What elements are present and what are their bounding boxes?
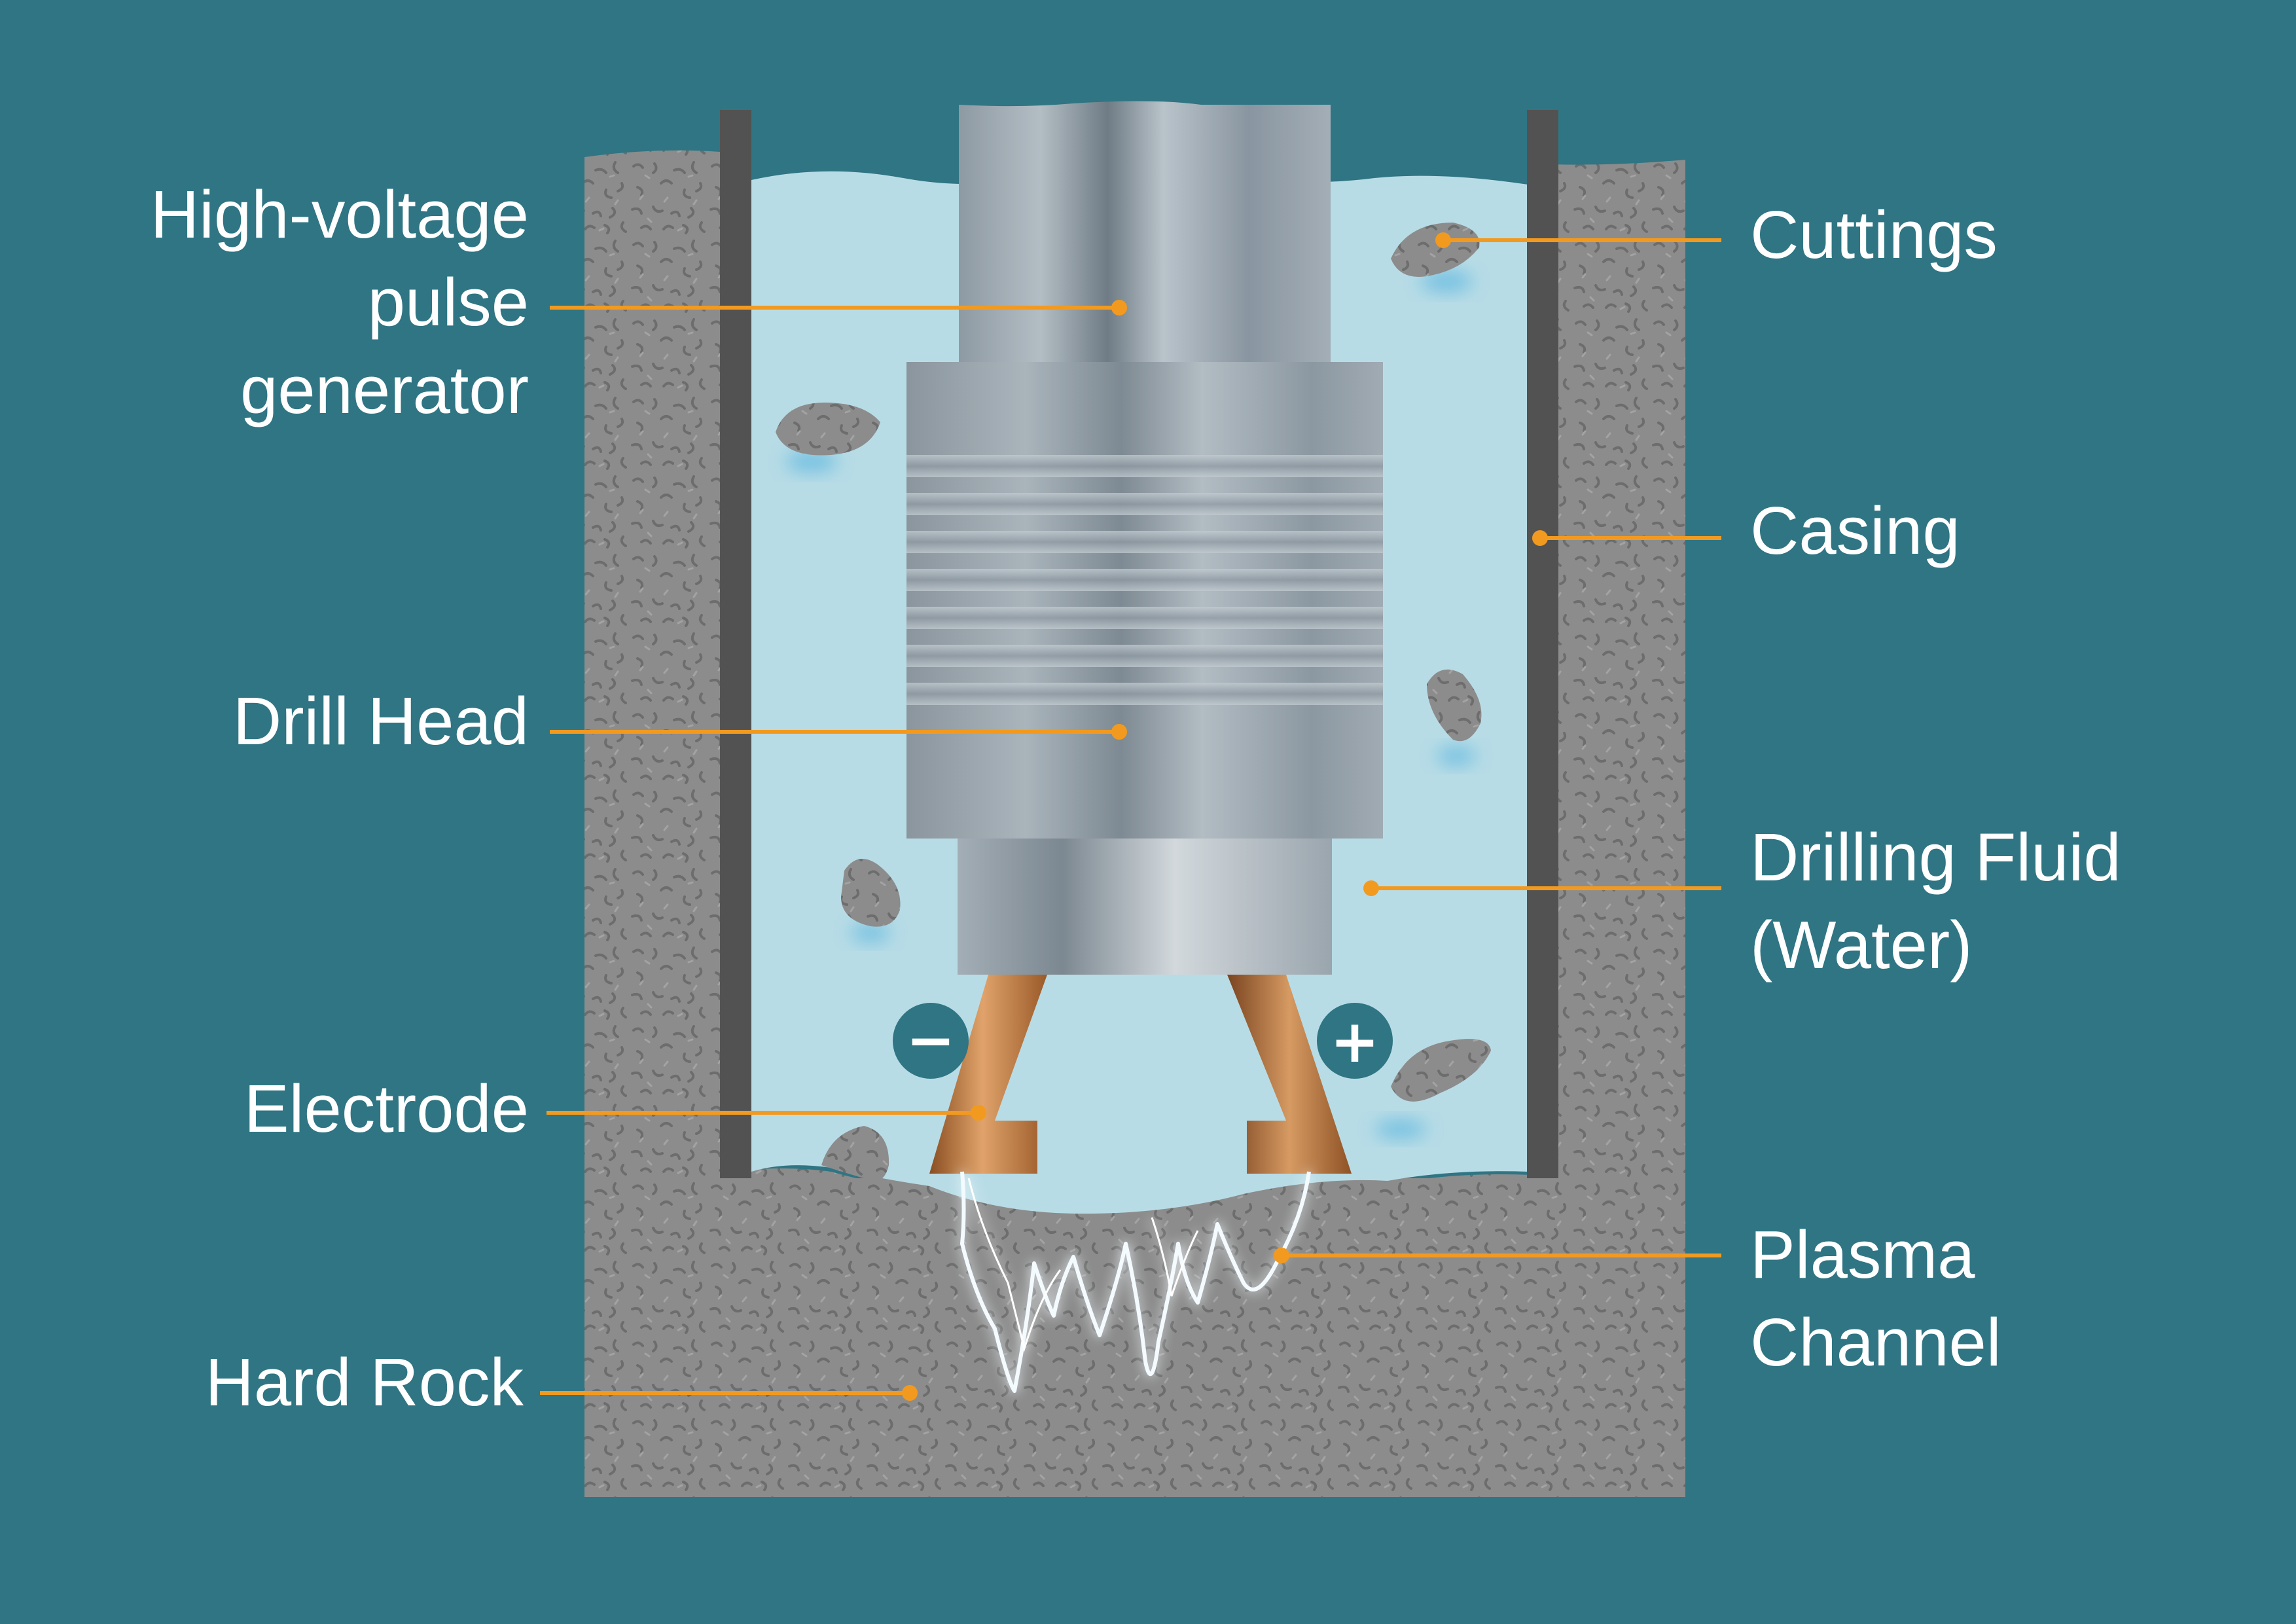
negative-sign: −	[906, 1006, 955, 1075]
leader-plasma-channel	[1274, 1248, 1721, 1263]
label-hard-rock: Hard Rock	[205, 1344, 524, 1420]
casing-right	[1527, 110, 1558, 1178]
label-plasma-channel: Plasma Channel	[1750, 1217, 2001, 1380]
electrode-positive	[1227, 975, 1352, 1174]
leader-drill-head	[550, 724, 1127, 740]
leader-hard-rock	[540, 1385, 918, 1401]
leader-drilling-fluid	[1363, 880, 1721, 896]
label-pulse-generator: High-voltage pulse generator	[150, 177, 529, 427]
electrode-negative	[929, 975, 1047, 1174]
cuttings	[776, 223, 1491, 1182]
drill-head-body	[906, 362, 1383, 839]
leader-electrode	[547, 1105, 986, 1121]
label-electrode: Electrode	[243, 1071, 529, 1146]
leader-pulse-generator	[550, 300, 1127, 316]
hard-rock	[584, 150, 1685, 1498]
label-casing: Casing	[1750, 493, 1960, 568]
plus-circle-icon: +	[1317, 1003, 1393, 1079]
leader-lines	[540, 232, 1721, 1401]
leader-cuttings	[1435, 232, 1721, 248]
minus-circle-icon: −	[893, 1003, 969, 1079]
label-drill-head: Drill Head	[232, 683, 529, 759]
plasma-channel	[960, 1171, 1311, 1393]
positive-sign: +	[1330, 1007, 1379, 1076]
pulse-generator-cylinder	[959, 101, 1331, 367]
label-drilling-fluid: Drilling Fluid (Water)	[1750, 820, 2121, 983]
leader-casing	[1532, 530, 1721, 546]
drill-head-ribs	[906, 455, 1383, 705]
casing-left	[720, 110, 751, 1178]
drill-lower-cylinder	[958, 839, 1332, 975]
label-cuttings: Cuttings	[1750, 197, 1998, 272]
